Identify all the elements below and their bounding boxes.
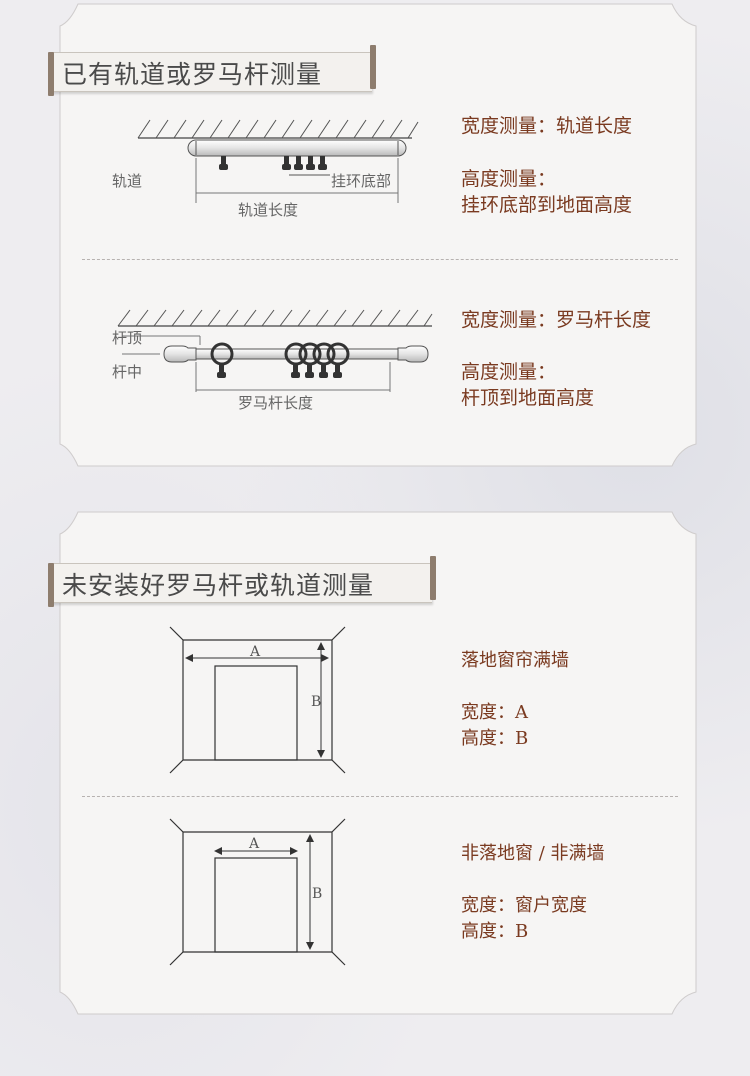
card-2 <box>59 511 697 1015</box>
banner-tab-right <box>370 45 376 89</box>
normal-label-b: B <box>312 886 322 902</box>
rod-finial-left <box>163 345 197 363</box>
floor-window-height: 高度：B <box>461 728 529 749</box>
rod-finial-right <box>397 345 429 363</box>
rod-width-text: 宽度测量：罗马杆长度 <box>461 309 652 331</box>
ceiling-hatch-2 <box>117 309 433 327</box>
rod-hooks <box>217 364 342 378</box>
section2-banner: 未安装好罗马杆或轨道测量 <box>48 556 436 607</box>
label-rod-top: 杆顶 <box>112 329 142 347</box>
label-ring-bottom: 挂环底部 <box>331 172 391 190</box>
track-hooks <box>219 156 327 170</box>
label-rod-middle: 杆中 <box>112 363 142 381</box>
normal-window-heading: 非落地窗 / 非满墙 <box>461 843 605 864</box>
floor-window-heading: 落地窗帘满墙 <box>461 650 569 671</box>
label-track: 轨道 <box>112 172 142 190</box>
normal-window-height: 高度：B <box>461 921 529 942</box>
floor-window-diagram <box>169 626 346 774</box>
floor-window-width: 宽度：A <box>461 702 528 723</box>
track-diagram: 轨道 挂环底部 轨道长度 <box>112 119 419 219</box>
section1-banner: 已有轨道或罗马杆测量 <box>48 45 376 96</box>
rod-height-label: 高度测量： <box>461 361 557 383</box>
floor-label-b: B <box>311 694 321 710</box>
divider-2 <box>82 796 678 797</box>
banner-tab-left <box>48 52 54 96</box>
section1-title: 已有轨道或罗马杆测量 <box>62 60 323 89</box>
normal-label-a: A <box>248 836 260 852</box>
normal-window-width: 宽度：窗户宽度 <box>461 895 587 916</box>
normal-window-diagram <box>169 818 346 966</box>
divider-1 <box>82 259 678 260</box>
rod-diagram: 杆顶 杆中 罗马杆长度 <box>112 309 433 412</box>
banner-tab-left <box>48 563 54 607</box>
banner-tab-right <box>430 556 436 600</box>
rod-height-text: 杆顶到地面高度 <box>461 387 595 409</box>
track-rail <box>187 139 407 157</box>
track-width-text: 宽度测量：轨道长度 <box>461 115 633 137</box>
label-track-length: 轨道长度 <box>238 201 298 219</box>
label-rod-length: 罗马杆长度 <box>238 394 313 412</box>
section2-title: 未安装好罗马杆或轨道测量 <box>62 571 375 600</box>
floor-label-a: A <box>249 644 261 660</box>
track-height-text: 挂环底部到地面高度 <box>461 194 633 216</box>
track-height-label: 高度测量： <box>461 168 557 190</box>
rod-bar <box>195 348 399 360</box>
ceiling-hatch-1 <box>137 119 419 139</box>
